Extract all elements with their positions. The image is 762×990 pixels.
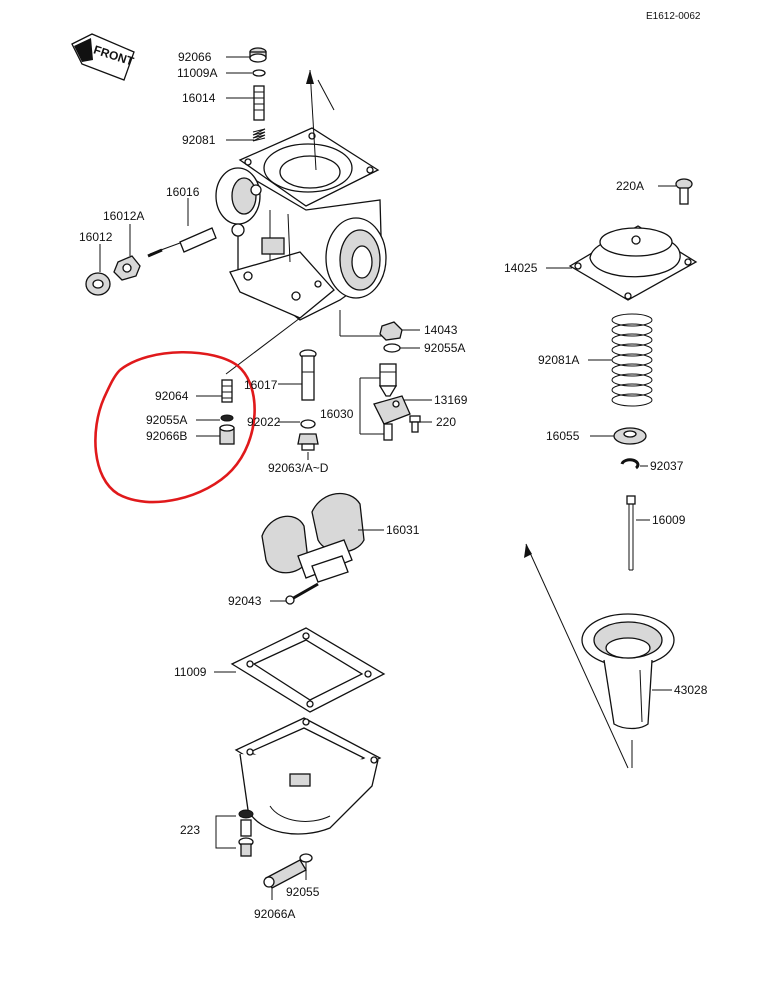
label-92064: 92064 — [155, 389, 189, 403]
label-92066b: 92066B — [146, 429, 187, 443]
label-92037: 92037 — [650, 459, 684, 473]
part-16012-cap — [85, 272, 111, 296]
part-14043-cap — [379, 321, 403, 341]
label-92063: 92063/A~D — [268, 461, 329, 475]
label-16017: 16017 — [244, 378, 278, 392]
label-16014: 16014 — [182, 91, 216, 105]
part-92081-spring — [252, 128, 266, 142]
label-92081: 92081 — [182, 133, 216, 147]
label-16031: 16031 — [386, 523, 420, 537]
float-bowl — [234, 717, 382, 835]
label-16016: 16016 — [166, 185, 200, 199]
part-16012a-nut — [113, 255, 141, 281]
carburetor-body — [215, 127, 387, 321]
part-92022-washer — [300, 419, 316, 429]
part-92081a-spring — [611, 313, 653, 407]
label-16030: 16030 — [320, 407, 354, 421]
part-16030-float-valve — [378, 363, 398, 397]
highlight-circle — [94, 350, 256, 504]
part-223-screws — [238, 809, 254, 857]
part-92055a-right-oring — [383, 343, 401, 353]
part-220-screw — [409, 415, 421, 433]
label-16009: 16009 — [652, 513, 686, 527]
label-16012: 16012 — [79, 230, 113, 244]
part-16055-retainer — [613, 427, 647, 445]
part-92063-main-jet — [297, 433, 319, 451]
label-11009: 11009 — [174, 665, 207, 679]
label-13169: 13169 — [434, 393, 468, 407]
part-13169-bracket — [373, 395, 411, 441]
label-92066: 92066 — [178, 50, 212, 64]
label-92055: 92055 — [286, 885, 320, 899]
part-92043-pin — [285, 582, 319, 605]
part-16016-needle — [147, 227, 217, 258]
label-92066a: 92066A — [254, 907, 295, 921]
label-92022: 92022 — [247, 415, 281, 429]
label-92043: 92043 — [228, 594, 262, 608]
part-92064-screw — [221, 379, 233, 403]
label-220a: 220A — [616, 179, 644, 193]
part-11009a-oring — [252, 69, 266, 77]
label-14043: 14043 — [424, 323, 458, 337]
part-220a-screw — [675, 178, 693, 205]
part-16009-jet-needle — [626, 495, 636, 571]
part-92055-oring — [299, 853, 313, 863]
part-16014-screw — [253, 85, 265, 121]
label-11009a: 11009A — [177, 66, 217, 80]
part-92037-clip — [620, 458, 640, 470]
part-92066b-plug — [219, 424, 235, 445]
label-16055: 16055 — [546, 429, 580, 443]
front-arrow-icon — [71, 33, 135, 81]
part-43028-piston — [581, 613, 675, 730]
label-92081a: 92081A — [538, 353, 579, 367]
part-16031-float — [261, 492, 365, 583]
label-220: 220 — [436, 415, 456, 429]
part-16017-emulsion-tube — [299, 349, 317, 401]
part-14025-cover — [568, 225, 698, 301]
part-92066a-drain-screw — [263, 859, 307, 889]
label-92055a-right: 92055A — [424, 341, 465, 355]
label-14025: 14025 — [504, 261, 538, 275]
label-223: 223 — [180, 823, 200, 837]
part-92055a-oring — [220, 414, 234, 422]
part-11009-gasket — [230, 627, 386, 713]
label-16012a: 16012A — [103, 209, 144, 223]
diagram-code: E1612-0062 — [646, 11, 701, 22]
label-92055a-left: 92055A — [146, 413, 187, 427]
part-92066-cap — [249, 47, 267, 63]
label-43028: 43028 — [674, 683, 708, 697]
